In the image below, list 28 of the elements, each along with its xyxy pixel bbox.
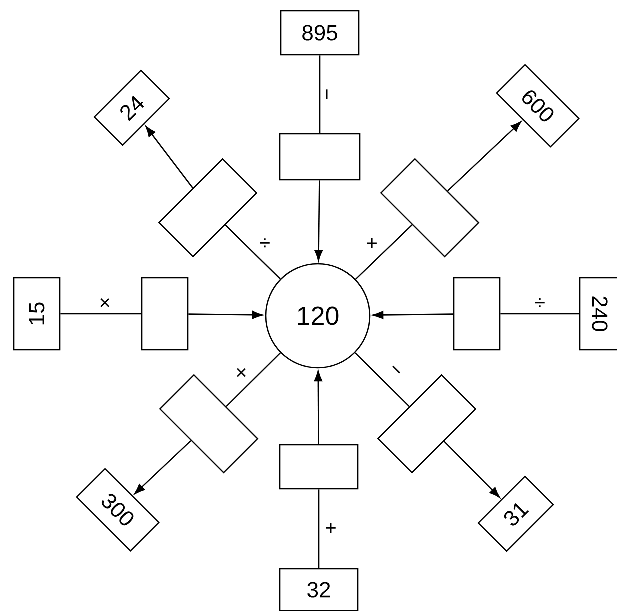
arrow <box>447 122 522 192</box>
operator-label: × <box>237 368 246 378</box>
blank-box <box>279 133 361 181</box>
arrow <box>444 441 500 498</box>
number-box: 24 <box>94 70 170 146</box>
arrow <box>134 440 192 494</box>
operator-label: ÷ <box>260 238 270 248</box>
operator-label: − <box>326 90 328 100</box>
number-box: 240 <box>579 277 617 351</box>
operator-label: − <box>392 366 400 374</box>
operator-label: ÷ <box>535 298 545 308</box>
number-box: 300 <box>76 468 160 552</box>
arrow <box>372 311 454 320</box>
operator-label: + <box>326 523 336 534</box>
blank-box <box>141 277 189 351</box>
arrow <box>314 370 322 444</box>
number-box: 895 <box>280 10 360 56</box>
arrow <box>146 126 194 189</box>
number-box: 600 <box>496 64 580 148</box>
arrow <box>188 311 264 320</box>
number-box: 32 <box>279 568 359 611</box>
operator-label: + <box>367 238 377 248</box>
blank-box <box>453 277 501 351</box>
blank-box <box>279 444 359 490</box>
arrow <box>314 180 323 262</box>
number-box: 15 <box>13 277 61 351</box>
number-box: 31 <box>478 476 554 552</box>
operator-label: × <box>100 298 110 308</box>
